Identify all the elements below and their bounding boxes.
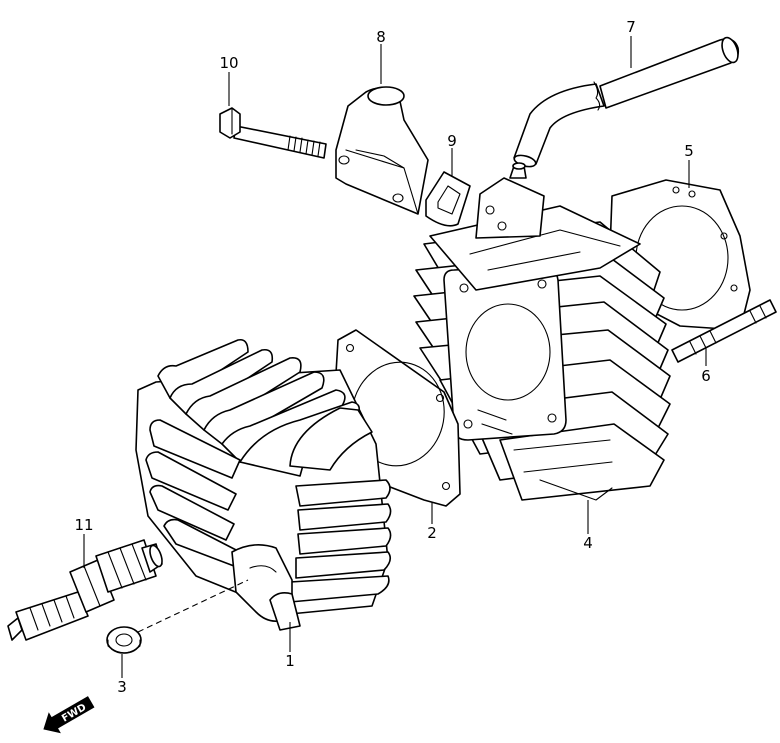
install-line	[137, 579, 249, 633]
callout-10: 10	[219, 54, 238, 72]
part-3-washer	[106, 626, 142, 654]
callout-8: 8	[376, 28, 386, 46]
part-9-gasket	[425, 171, 471, 227]
part-4-cylinder	[413, 162, 671, 501]
callout-9: 9	[447, 132, 457, 150]
part-10-bolt	[219, 107, 327, 159]
callout-11: 11	[74, 516, 93, 534]
part-6-stud-bolt	[671, 299, 777, 363]
leader-lines	[83, 36, 707, 678]
callout-7: 7	[626, 18, 636, 36]
part-11-spark-plug	[7, 539, 163, 641]
part-8-intake-elbow	[335, 86, 429, 215]
callout-4: 4	[583, 534, 593, 552]
callout-6: 6	[701, 367, 711, 385]
part-1-cylinder-head	[135, 338, 392, 631]
callout-1: 1	[285, 652, 295, 670]
fwd-arrow-icon: FWD	[43, 696, 95, 734]
part-7-breather-hose	[513, 36, 740, 168]
callout-5: 5	[684, 142, 694, 160]
callout-3: 3	[117, 678, 127, 696]
callout-2: 2	[427, 524, 437, 542]
callouts: 1 2 3 4 5 6 7 8 9 10 11	[74, 18, 710, 696]
